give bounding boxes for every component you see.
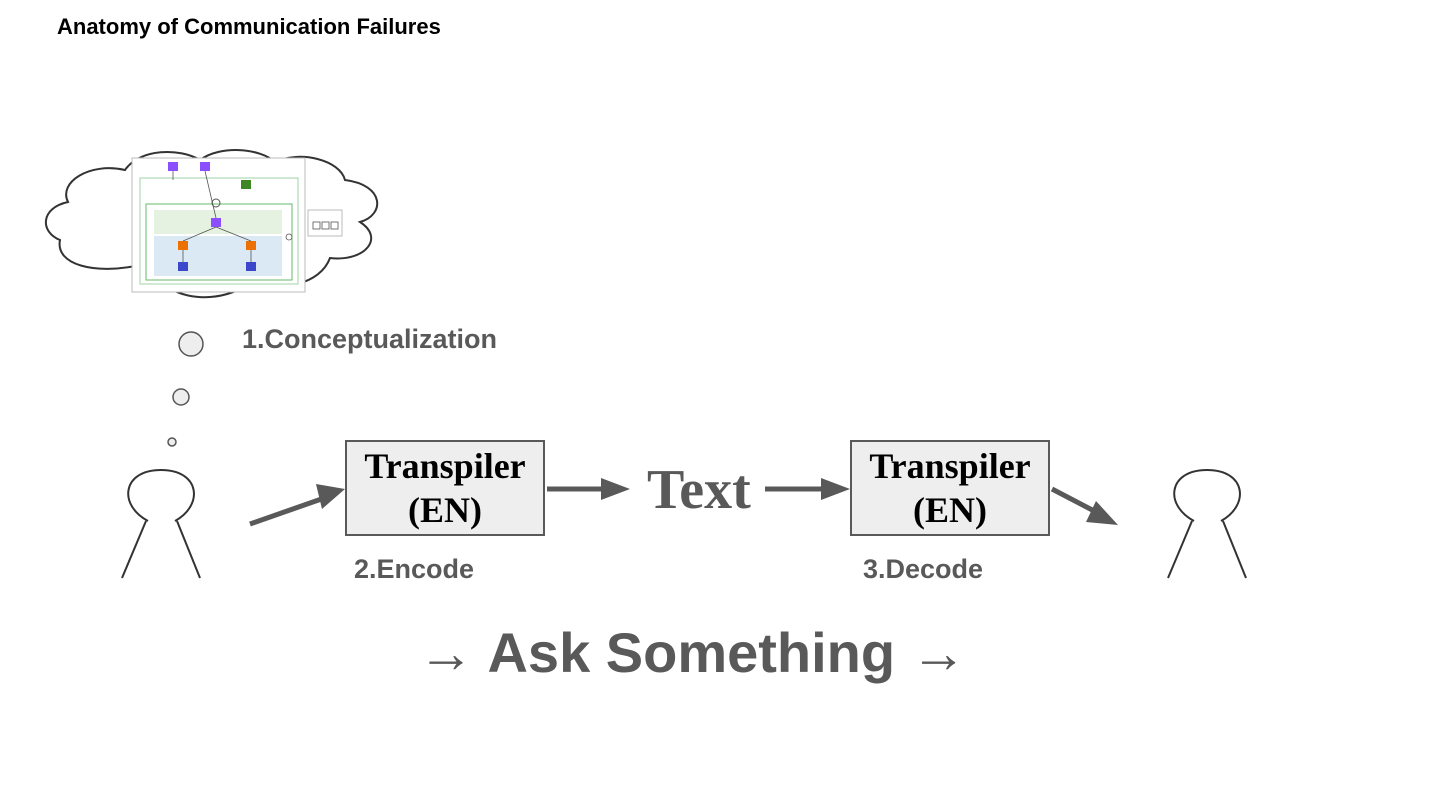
ask-arrow-right: → bbox=[910, 621, 967, 684]
arrow-heads bbox=[316, 478, 1118, 525]
thought-bubble-medium bbox=[172, 388, 190, 406]
page-title: Anatomy of Communication Failures bbox=[57, 14, 441, 39]
decoder-line2: (EN) bbox=[913, 490, 987, 530]
architecture-diagram-thumbnail bbox=[131, 157, 343, 293]
ask-arrow-left: → bbox=[418, 621, 474, 684]
decoder-box: Transpiler (EN) bbox=[850, 440, 1050, 536]
step-conceptualization-label: 1.Conceptualization bbox=[242, 324, 498, 354]
flow-arrows bbox=[249, 486, 1100, 527]
encoder-line1: Transpiler bbox=[364, 446, 526, 486]
thought-bubble-small bbox=[167, 437, 177, 447]
sender-person-icon bbox=[121, 468, 201, 579]
decoder-line1: Transpiler bbox=[869, 446, 1031, 486]
receiver-person-icon bbox=[1167, 468, 1247, 579]
step-decode-label: 3.Decode bbox=[863, 554, 984, 584]
arrow-sender-to-encoder bbox=[249, 493, 331, 527]
encoder-box: Transpiler (EN) bbox=[345, 440, 545, 536]
ask-something-caption: → Ask Something → bbox=[418, 620, 967, 685]
ask-text: Ask Something bbox=[487, 621, 896, 684]
encoder-line2: (EN) bbox=[408, 490, 482, 530]
message-text: Text bbox=[647, 459, 751, 521]
thought-bubble-large bbox=[178, 331, 204, 357]
arrow-decoder-to-receiver bbox=[1050, 486, 1100, 516]
step-encode-label: 2.Encode bbox=[354, 554, 475, 584]
